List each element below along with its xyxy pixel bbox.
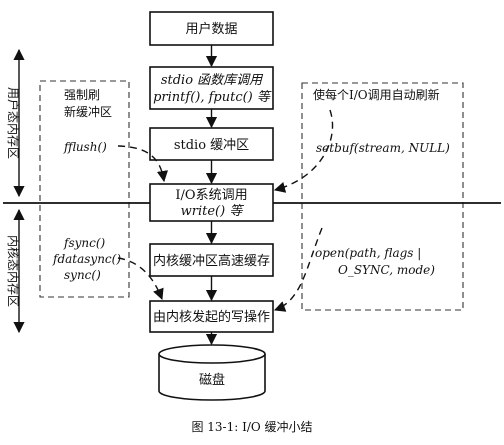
fsync-label: fsync(): [63, 236, 106, 250]
auto-flush-label: 使每个I/O调用自动刷新: [313, 87, 440, 102]
open-to-kernel-write-arrow: [273, 227, 323, 312]
force-flush-label-2: 新缓冲区: [64, 104, 112, 119]
disk-cylinder: 磁盘: [158, 344, 266, 401]
sync-label: sync(): [64, 268, 101, 282]
io-syscall-label: I/O系统调用: [175, 188, 247, 203]
stdio-buffer-label: stdio 缓冲区: [174, 138, 249, 153]
fdatasync-label: fdatasync(): [52, 252, 121, 266]
kernel-memory-indicator: 内核态内存区: [6, 208, 25, 334]
user-memory-indicator: 用户态内存区: [6, 48, 25, 198]
write-call-label: write() 等: [181, 204, 245, 219]
disk-label: 磁盘: [199, 372, 225, 388]
user-memory-label: 用户态内存区: [6, 87, 21, 159]
left-dashed-region: [39, 80, 130, 298]
open-label-2: O_SYNC, mode): [338, 263, 435, 277]
force-flush-label-1: 强制刷: [64, 88, 100, 102]
io-syscall-box: I/O系统调用 write() 等: [149, 183, 274, 222]
stdio-call-box: stdio 函数库调用 printf(), fputc() 等: [149, 66, 274, 110]
stdio-buffer-box: stdio 缓冲区: [149, 127, 274, 161]
kernel-cache-box: 内核缓冲区高速缓存: [149, 243, 274, 277]
stdio-functions-label: printf(), fputc() 等: [153, 90, 272, 105]
kernel-cache-label: 内核缓冲区高速缓存: [153, 253, 270, 269]
kernel-write-label: 由内核发起的写操作: [153, 309, 270, 325]
open-label-1: open(path, flags |: [315, 246, 421, 260]
user-data-label: 用户数据: [185, 21, 237, 37]
stdio-call-label: stdio 函数库调用: [161, 73, 264, 88]
sync-to-kernel-write-arrow: [117, 257, 164, 301]
kernel-write-box: 由内核发起的写操作: [149, 300, 274, 333]
fflush-label: fflush(): [63, 140, 107, 154]
kernel-memory-label: 内核态内存区: [6, 235, 20, 307]
right-dashed-region: [301, 82, 464, 311]
setbuf-label: setbuf(stream, NULL): [316, 141, 450, 155]
figure-caption: 图 13-1: I/O 缓冲小结: [191, 419, 312, 434]
user-data-box: 用户数据: [149, 11, 274, 46]
setbuf-to-syscall-arrow: [273, 109, 334, 193]
